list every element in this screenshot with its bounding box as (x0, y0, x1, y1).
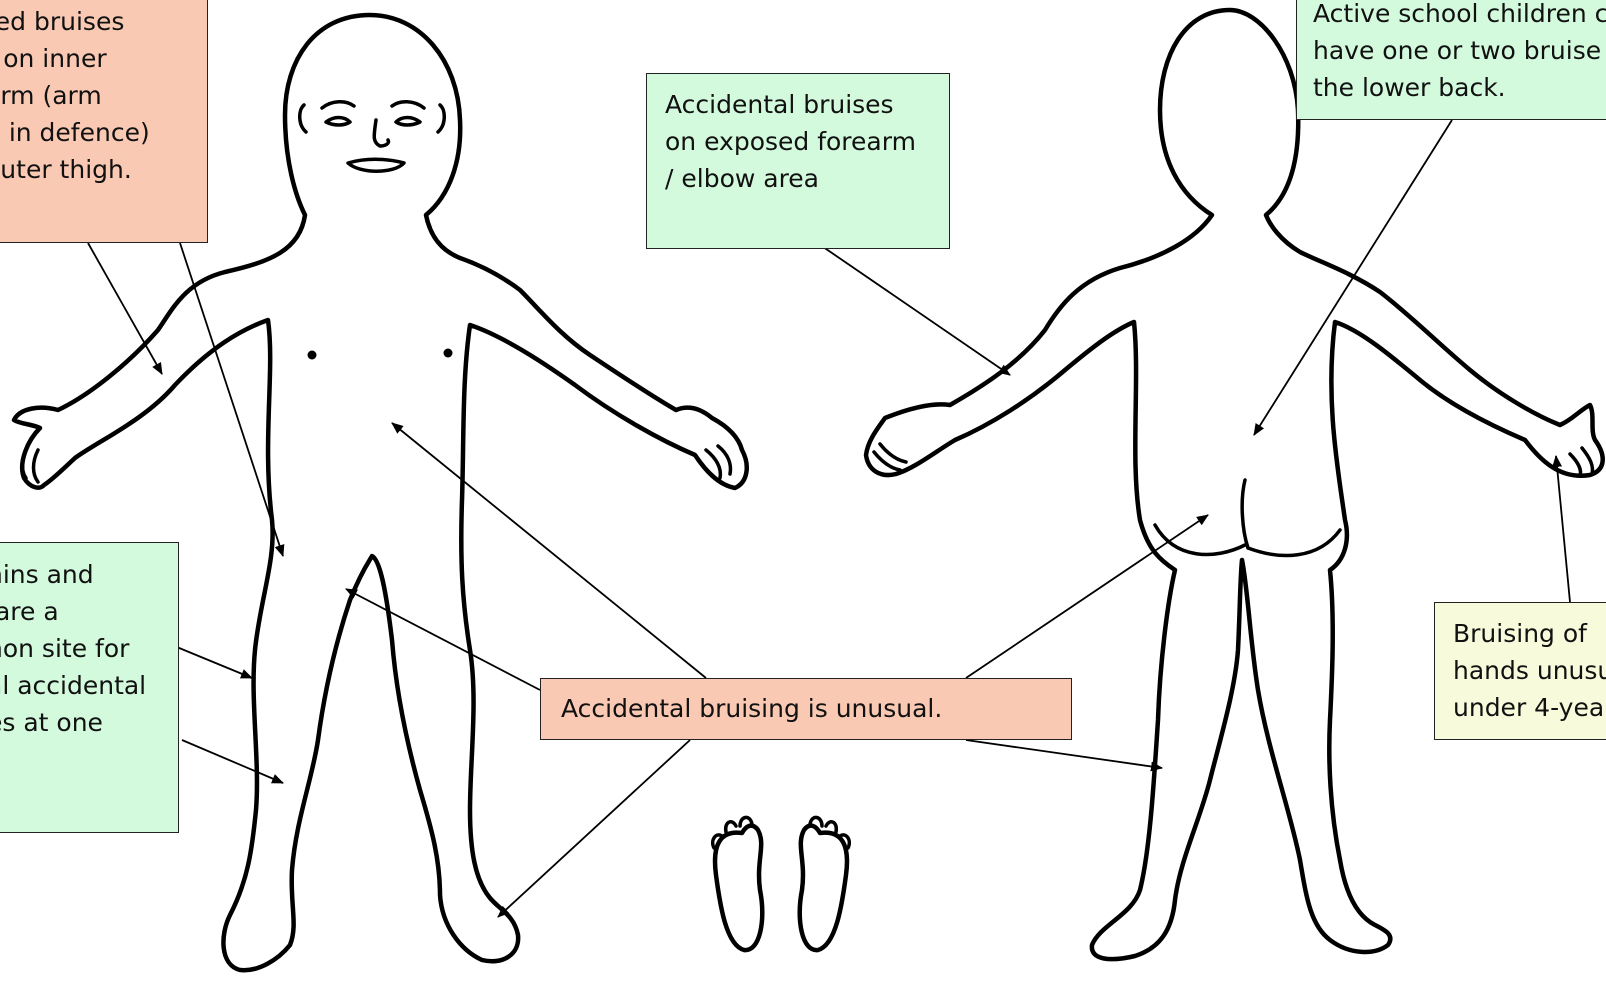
annotation-shins-knees-text: hins and are a non site for al accidenta… (0, 556, 178, 741)
annotation-shins-knees: hins and are a non site for al accidenta… (0, 542, 179, 833)
annotation-lower-back: Active school children c have one or two… (1296, 0, 1606, 120)
back-body-outline (866, 10, 1603, 959)
annotation-unusual-bruising: Accidental bruising is unusual. (540, 678, 1072, 740)
annotation-hands: Bruising of hands unusu under 4-yea (1434, 602, 1606, 740)
arrow-hand (1556, 456, 1570, 602)
arrow-foot (498, 740, 690, 917)
arrow-inner-arm (88, 243, 162, 374)
annotation-forearm-elbow: Accidental bruises on exposed forearm / … (646, 73, 950, 249)
arrow-back-leg (966, 740, 1162, 768)
arrow-forearm-back (813, 240, 1010, 375)
annotation-forearm-elbow-text: Accidental bruises on exposed forearm / … (665, 86, 931, 197)
annotation-inner-arm-thigh-text: ted bruises r on inner arm (arm d in def… (0, 3, 207, 188)
annotation-inner-arm-thigh: ted bruises r on inner arm (arm d in def… (0, 0, 208, 243)
feet-soles (713, 817, 850, 950)
annotation-lower-back-text: Active school children c have one or two… (1313, 0, 1599, 106)
annotation-unusual-bruising-text: Accidental bruising is unusual. (561, 690, 1051, 727)
annotation-hands-text: Bruising of hands unusu under 4-yea (1453, 615, 1595, 726)
